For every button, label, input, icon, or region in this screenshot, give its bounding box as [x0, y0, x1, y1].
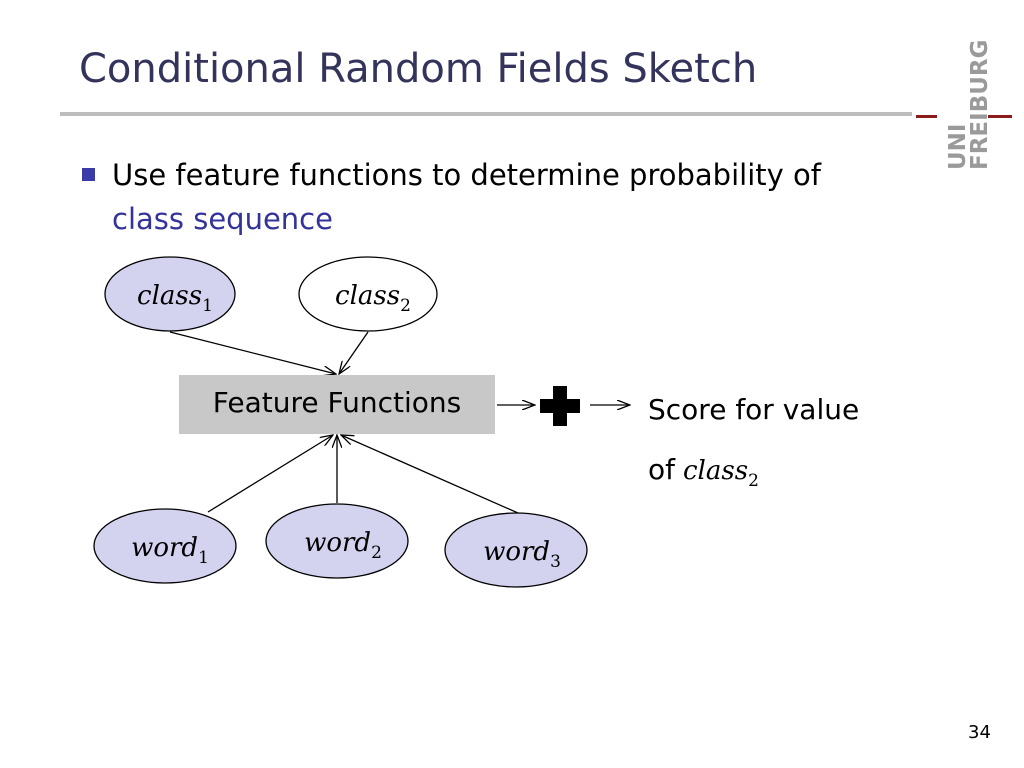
- node-word3-label: word: [483, 537, 550, 567]
- bullet-main-text: Use feature functions to determine proba…: [112, 158, 821, 192]
- logo-line1: UNI: [945, 124, 971, 170]
- node-class1-subscript: 1: [202, 296, 213, 316]
- logo-red-bar-left: [916, 115, 937, 118]
- node-word3-subscript: 3: [550, 552, 561, 572]
- node-word2-label: word: [304, 528, 371, 558]
- title-rule: [60, 112, 912, 116]
- logo-red-bar-right: [988, 115, 1012, 118]
- node-class1-label: class: [137, 281, 202, 311]
- feature-functions-box: Feature Functions: [179, 375, 495, 434]
- score-line2-prefix: of: [648, 453, 676, 486]
- university-logo: UNI FREIBURG: [916, 40, 1012, 171]
- node-word1-label: word: [131, 533, 198, 563]
- svg-text:class2: class2: [335, 281, 411, 316]
- feature-functions-label: Feature Functions: [213, 386, 461, 419]
- svg-text:word3: word3: [483, 537, 561, 572]
- plus-symbol: [540, 386, 580, 426]
- edge-word1-to-features: [207, 435, 333, 513]
- node-class2-subscript: 2: [400, 296, 411, 316]
- bullet-text: Use feature functions to determine proba…: [112, 153, 892, 241]
- node-class2: class2: [298, 256, 438, 332]
- bullet-highlight-text: class sequence: [112, 202, 333, 236]
- svg-text:word2: word2: [304, 528, 382, 563]
- edge-class2-to-features: [339, 331, 369, 374]
- score-line2-class: class: [683, 456, 748, 486]
- node-class1: class1: [104, 256, 236, 332]
- node-word2-subscript: 2: [371, 543, 382, 563]
- node-word1-subscript: 1: [198, 548, 209, 568]
- slide-title: Conditional Random Fields Sketch: [79, 46, 758, 92]
- page-number: 34: [968, 722, 991, 743]
- score-line2-subscript: 2: [748, 471, 759, 491]
- edge-word3-to-features: [341, 435, 519, 514]
- svg-text:word1: word1: [131, 533, 209, 568]
- edge-class1-to-features: [169, 331, 336, 374]
- node-class2-label: class: [335, 281, 400, 311]
- node-word3: word3: [444, 512, 588, 588]
- node-word1: word1: [93, 508, 237, 584]
- bullet-marker: [82, 168, 95, 181]
- svg-text:class1: class1: [137, 281, 213, 316]
- score-line1: Score for value: [648, 393, 859, 426]
- logo-line2: FREIBURG: [967, 40, 993, 171]
- node-word2: word2: [265, 503, 409, 579]
